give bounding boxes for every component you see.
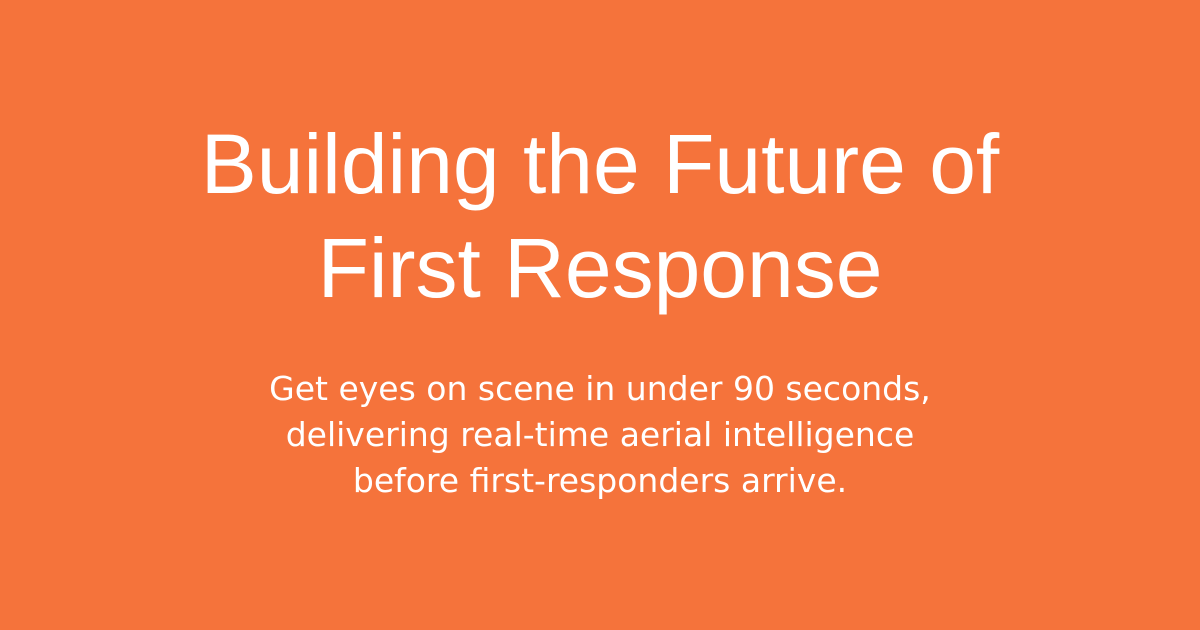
headline-line-1: Building the Future of: [200, 117, 1000, 211]
subheadline-line-2: delivering real-time aerial intelligence: [285, 415, 915, 454]
subheadline: Get eyes on scene in under 90 seconds, d…: [0, 366, 1200, 504]
headline-line-2: First Response: [317, 221, 883, 315]
headline: Building the Future of First Response: [0, 112, 1200, 320]
subheadline-line-3: before first-responders arrive.: [352, 461, 848, 500]
subheadline-line-1: Get eyes on scene in under 90 seconds,: [269, 369, 931, 408]
